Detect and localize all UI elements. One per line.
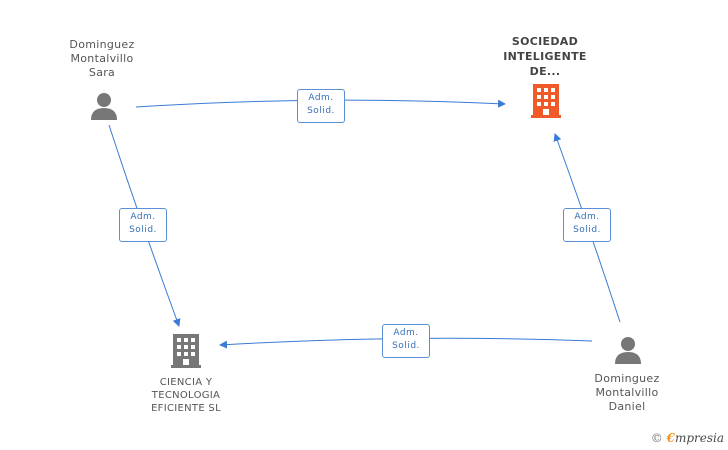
node-name-line: DE... — [529, 65, 561, 78]
edge-label-line: Adm. — [574, 212, 600, 222]
node-name-line: Montalvillo — [70, 52, 134, 65]
node-name-line: INTELIGENTE — [503, 50, 587, 63]
brand-logo-name: mpresia — [674, 431, 724, 445]
node-name-line: EFICIENTE SL — [151, 403, 221, 414]
edge-label-daniel-sociedad[interactable]: Adm. Solid. — [563, 208, 611, 242]
edge-label-line: Solid. — [129, 225, 157, 235]
person-icon[interactable] — [615, 337, 641, 364]
node-name-line: SOCIEDAD — [511, 35, 579, 48]
edge-label-line: Solid. — [307, 106, 335, 116]
node-name-line: CIENCIA Y — [159, 377, 213, 388]
node-name-line: TECNOLOGIA — [151, 390, 221, 401]
node-label-sara[interactable]: Dominguez Montalvillo Sara — [52, 38, 152, 80]
edge-label-line: Adm. — [130, 212, 156, 222]
edge-label-sara-ciencia[interactable]: Adm. Solid. — [119, 208, 167, 242]
node-name-line: Montalvillo — [595, 386, 659, 399]
edge-label-line: Adm. — [308, 93, 334, 103]
building-icon[interactable] — [531, 84, 561, 118]
edge-label-line: Adm. — [393, 328, 419, 338]
node-name-line: Sara — [88, 66, 116, 79]
edge-label-daniel-ciencia[interactable]: Adm. Solid. — [382, 324, 430, 358]
copyright-icon: © — [650, 431, 663, 445]
building-icon[interactable] — [171, 334, 201, 368]
edge-label-line: Solid. — [392, 341, 420, 351]
node-name-line: Dominguez — [69, 38, 135, 51]
node-label-sociedad[interactable]: SOCIEDAD INTELIGENTE DE... — [490, 34, 600, 79]
node-name-line: Dominguez — [594, 372, 660, 385]
brand-watermark: © €mpresia — [651, 431, 724, 445]
brand-logo-initial: € — [666, 431, 675, 445]
person-icon[interactable] — [91, 93, 117, 120]
node-label-daniel[interactable]: Dominguez Montalvillo Daniel — [575, 372, 679, 414]
node-name-line: Daniel — [608, 400, 646, 413]
edge-label-sara-sociedad[interactable]: Adm. Solid. — [297, 89, 345, 123]
edge-label-line: Solid. — [573, 225, 601, 235]
node-label-ciencia[interactable]: CIENCIA Y TECNOLOGIA EFICIENTE SL — [131, 376, 241, 415]
